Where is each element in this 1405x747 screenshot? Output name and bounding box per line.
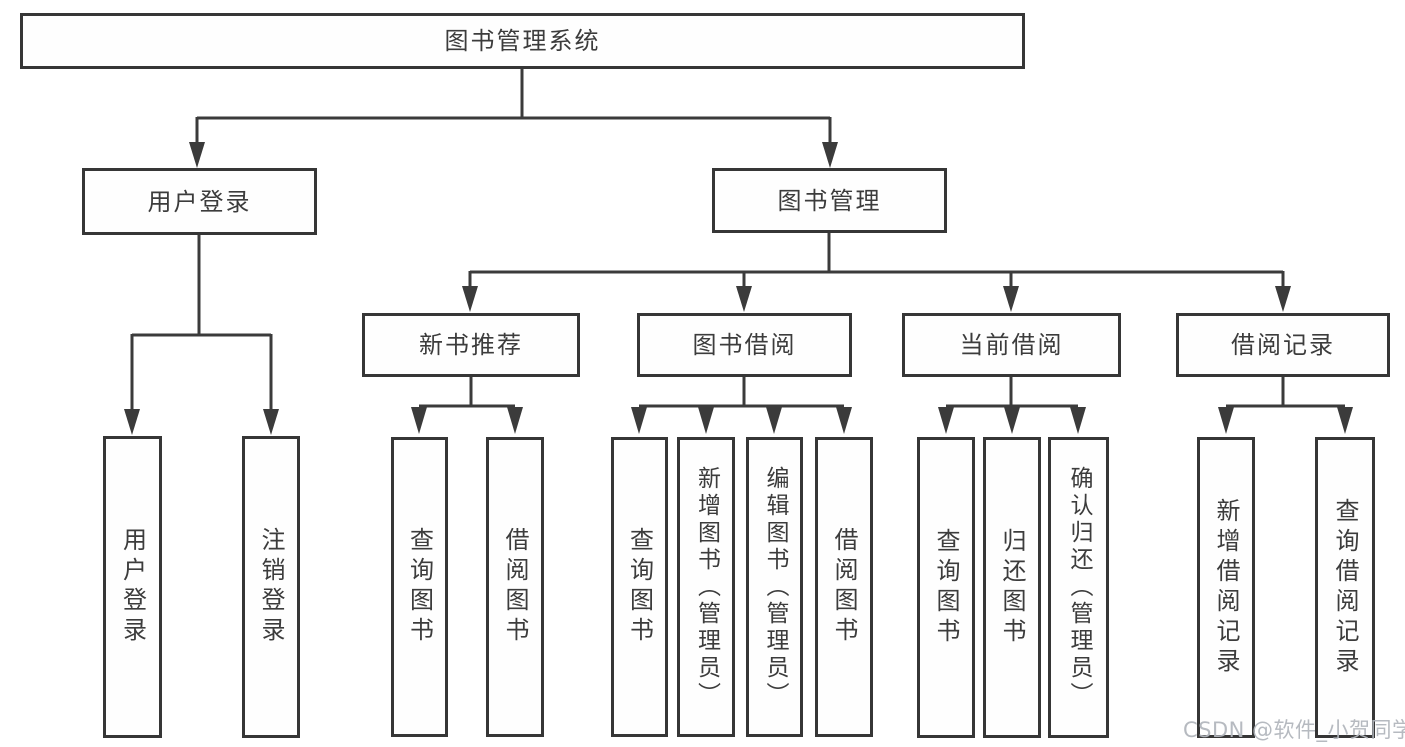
leaf-add-borrow-record: 新增借阅记录 bbox=[1197, 437, 1255, 738]
leaf-label: 借阅图书 bbox=[830, 527, 858, 647]
node-label: 当前借阅 bbox=[959, 331, 1064, 359]
leaf-logout: 注销登录 bbox=[242, 436, 300, 738]
leaf-label: 查询图书 bbox=[932, 527, 960, 648]
leaf-query-borrow-record: 查询借阅记录 bbox=[1315, 437, 1375, 738]
leaf-label: 用户登录 bbox=[118, 527, 147, 647]
node-current-borrowing: 当前借阅 bbox=[902, 313, 1121, 377]
leaf-query-books-borrow: 查询图书 bbox=[611, 437, 668, 737]
leaf-label: 借阅图书 bbox=[501, 527, 529, 647]
leaf-label: 查询图书 bbox=[405, 527, 434, 647]
leaf-borrow-books: 借阅图书 bbox=[815, 437, 873, 737]
node-label: 图书管理 bbox=[777, 186, 882, 215]
node-label: 新书推荐 bbox=[419, 331, 523, 359]
node-borrowing-records: 借阅记录 bbox=[1176, 313, 1390, 377]
node-user-login: 用户登录 bbox=[82, 168, 317, 235]
node-label: 图书借阅 bbox=[692, 331, 797, 359]
leaf-query-books-recommend: 查询图书 bbox=[391, 437, 448, 737]
leaf-label: 编辑图书（管理员） bbox=[762, 465, 788, 709]
csdn-watermark: CSDN @软件_小贺同学 bbox=[1183, 718, 1405, 742]
connector-current-borrowing-to-leaves bbox=[938, 377, 1086, 434]
leaf-label: 确认归还（管理员） bbox=[1066, 466, 1092, 709]
leaf-label: 新增图书（管理员） bbox=[693, 465, 720, 709]
node-book-management-system: 图书管理系统 bbox=[20, 13, 1025, 69]
leaf-query-books-current: 查询图书 bbox=[917, 437, 975, 738]
connector-book-borrowing-to-leaves bbox=[631, 377, 852, 434]
node-label: 图书管理系统 bbox=[444, 27, 601, 55]
leaf-confirm-return-admin: 确认归还（管理员） bbox=[1048, 437, 1109, 738]
leaf-user-login: 用户登录 bbox=[103, 436, 162, 738]
node-book-management: 图书管理 bbox=[712, 168, 947, 233]
leaf-label: 查询图书 bbox=[625, 527, 654, 647]
leaf-label: 归还图书 bbox=[998, 527, 1026, 648]
leaf-edit-books-admin: 编辑图书（管理员） bbox=[746, 437, 803, 737]
leaf-borrow-books-recommend: 借阅图书 bbox=[486, 437, 544, 737]
node-new-book-recommend: 新书推荐 bbox=[362, 313, 580, 377]
connector-borrowing-records-to-leaves bbox=[1218, 377, 1353, 434]
connector-user-login-to-leaves bbox=[124, 235, 279, 435]
connector-new-book-recommend-to-leaves bbox=[411, 377, 523, 434]
node-label: 用户登录 bbox=[147, 187, 252, 216]
leaf-return-books: 归还图书 bbox=[983, 437, 1041, 738]
connector-root-to-level2 bbox=[189, 69, 838, 168]
node-label: 借阅记录 bbox=[1231, 331, 1335, 359]
leaf-label: 查询借阅记录 bbox=[1331, 497, 1359, 678]
leaf-label: 新增借阅记录 bbox=[1212, 497, 1240, 678]
leaf-label: 注销登录 bbox=[257, 527, 285, 647]
node-book-borrowing: 图书借阅 bbox=[637, 313, 852, 377]
leaf-add-books-admin: 新增图书（管理员） bbox=[677, 437, 735, 737]
connector-book-management-to-level3 bbox=[462, 233, 1291, 312]
